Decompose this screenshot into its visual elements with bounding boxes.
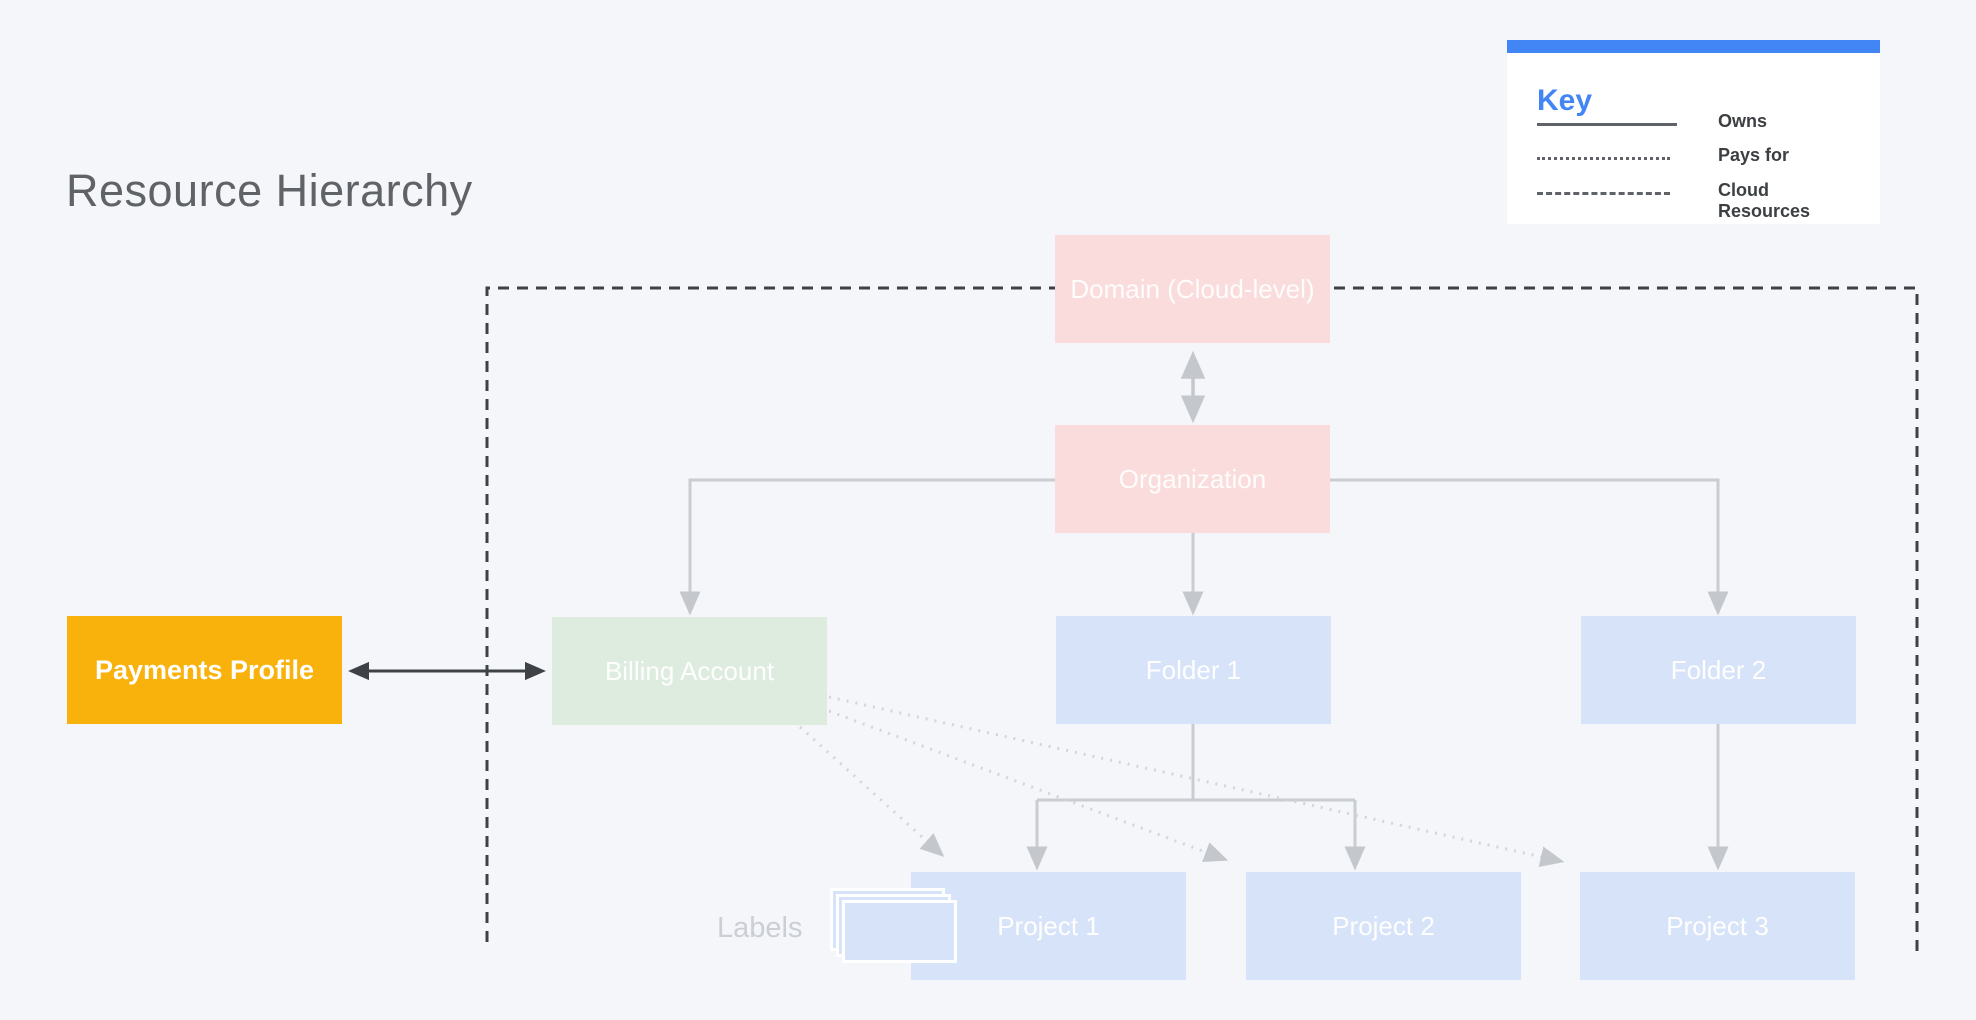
legend-item-cloud-resources: Cloud Resources: [1718, 180, 1811, 221]
node-project-2-label: Project 2: [1332, 910, 1435, 941]
node-project-3: Project 3: [1580, 872, 1855, 980]
node-domain-label: Domain (Cloud-level): [1070, 273, 1315, 304]
legend-dotted-line-sample: [1537, 157, 1670, 160]
edge-billing-project2-dotted: [828, 709, 1229, 862]
node-organization-label: Organization: [1118, 463, 1267, 494]
labels-stack-icon: [842, 900, 957, 963]
node-folder-1: Folder 1: [1056, 616, 1331, 724]
node-organization: Organization: [1055, 425, 1330, 533]
node-folder-2-label: Folder 2: [1670, 654, 1767, 685]
legend-accent-bar: [1507, 40, 1880, 53]
node-domain: Domain (Cloud-level): [1055, 235, 1330, 343]
legend-title: Key: [1537, 84, 1593, 117]
legend-dashed-line-sample: [1537, 192, 1670, 195]
node-project-2: Project 2: [1246, 872, 1521, 980]
node-project-1-label: Project 1: [997, 910, 1100, 941]
node-project-3-label: Project 3: [1666, 910, 1769, 941]
node-billing-account-label: Billing Account: [604, 655, 775, 686]
node-payments-profile: Payments Profile: [67, 616, 342, 724]
node-folder-2: Folder 2: [1581, 616, 1856, 724]
legend-solid-line-sample: [1537, 123, 1677, 126]
edge-organization-billing: [679, 478, 1055, 616]
legend: Key Owns Pays for Cloud Resources: [1507, 40, 1880, 224]
legend-item-owns: Owns: [1718, 111, 1768, 131]
edge-folder1-branch: [1037, 724, 1355, 802]
labels-caption: Labels: [717, 912, 803, 944]
node-billing-account: Billing Account: [552, 617, 827, 725]
edge-organization-folder2: [1330, 478, 1729, 616]
node-payments-profile-label: Payments Profile: [94, 654, 315, 685]
node-folder-1-label: Folder 1: [1145, 654, 1242, 685]
page-title: Resource Hierarchy: [66, 165, 473, 216]
edge-billing-project1-dotted: [798, 725, 945, 858]
legend-item-pays-for: Pays for: [1718, 145, 1790, 165]
